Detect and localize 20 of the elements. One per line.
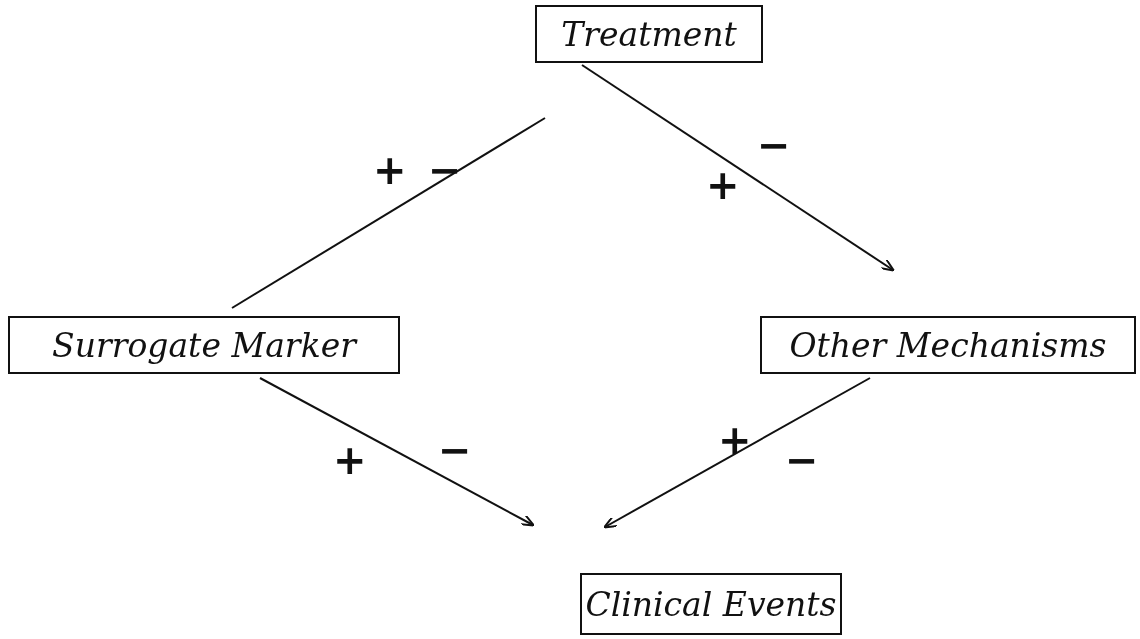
node-label: Treatment [561,14,737,54]
sign-label: + [333,440,367,480]
arrow [581,64,895,272]
node-label: Other Mechanisms [789,325,1107,365]
node-label: Surrogate Marker [52,325,356,365]
process-box [760,316,1136,374]
sign-label: + [718,420,752,460]
arrow [259,377,535,527]
sign-label: − [428,150,462,190]
process-box [580,573,842,635]
sign-label: − [438,430,472,470]
sign-label: − [785,440,819,480]
connector-line [231,117,546,309]
node-label: Clinical Events [585,584,837,624]
process-box [8,316,400,374]
sign-label: − [757,125,791,165]
sign-label: + [373,150,407,190]
process-box [535,5,763,63]
arrow [603,377,871,529]
sign-label: + [706,165,740,205]
